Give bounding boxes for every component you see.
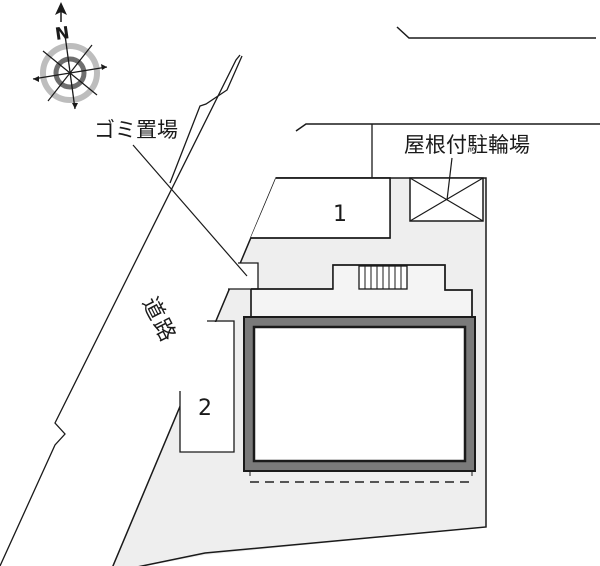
bicycle-leader-line [446,157,453,201]
parking-space-2 [180,322,234,452]
stairs [358,265,408,290]
garbage-area-label: ゴミ置場 [94,118,178,142]
road-edge-upper [169,55,243,184]
parking-space-1-number: 1 [333,202,347,227]
parking-space-2-number: 2 [198,396,212,421]
main-building [243,316,476,472]
garbage-leader-line [132,144,248,277]
bicycle-parking-label: 屋根付駐輪場 [404,133,530,157]
neighbor-boundary-line [295,123,600,132]
north-arrow-icon: N [54,2,71,45]
north-label: N [54,23,71,45]
garbage-area-box [228,262,259,290]
road-label: 道路 [137,293,181,347]
property-boundary [112,177,487,566]
north-boundary-line [396,26,596,39]
compass-icon [32,34,108,110]
road-edge-left [0,54,241,566]
